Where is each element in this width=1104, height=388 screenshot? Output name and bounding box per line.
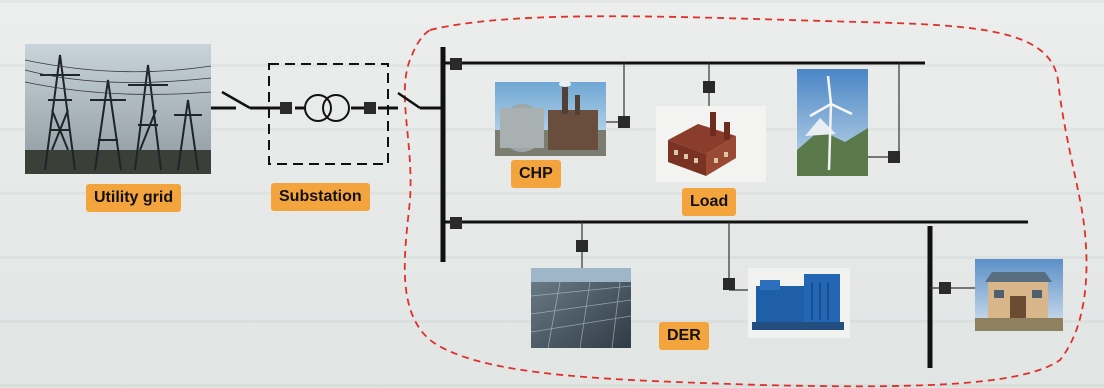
breaker-sub-right xyxy=(364,102,376,114)
solar-panel-icon xyxy=(531,268,631,348)
chp-plant-icon xyxy=(495,81,606,156)
chp-label: CHP xyxy=(511,160,561,188)
house-icon xyxy=(975,259,1063,331)
power-tower-icon xyxy=(25,44,211,174)
der-label: DER xyxy=(659,322,709,350)
breaker-sub-left xyxy=(280,102,292,114)
utility-grid-label: Utility grid xyxy=(86,184,181,212)
lower-feeder xyxy=(443,217,1028,368)
load-building-icon xyxy=(656,106,766,182)
transformer-icon xyxy=(305,95,349,121)
substation-label: Substation xyxy=(271,183,370,211)
wind-turbine-icon xyxy=(797,69,868,176)
load-label: Load xyxy=(682,188,736,216)
generator-icon xyxy=(748,268,850,338)
